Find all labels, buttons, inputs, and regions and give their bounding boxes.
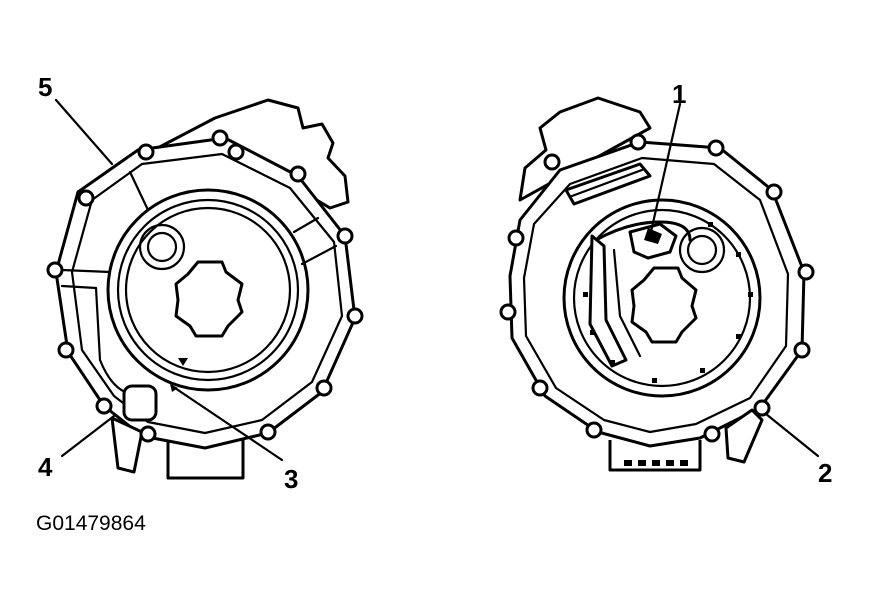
right-connector-pins	[624, 460, 688, 466]
right-ring-ticks	[583, 222, 753, 383]
leader-lines	[54, 98, 820, 462]
right-spline-hub	[630, 266, 698, 344]
callout-4: 4	[38, 452, 53, 482]
right-bolt-bosses	[499, 133, 815, 443]
callout-5: 5	[38, 72, 52, 102]
left-unit	[46, 98, 364, 480]
left-bolt-bosses	[46, 129, 364, 443]
left-spline-hub	[174, 260, 244, 338]
right-unit	[499, 96, 815, 472]
callout-2: 2	[818, 458, 832, 488]
callout-3: 3	[284, 464, 298, 494]
figure-id: G01479864	[36, 512, 146, 535]
callout-1: 1	[672, 79, 686, 109]
